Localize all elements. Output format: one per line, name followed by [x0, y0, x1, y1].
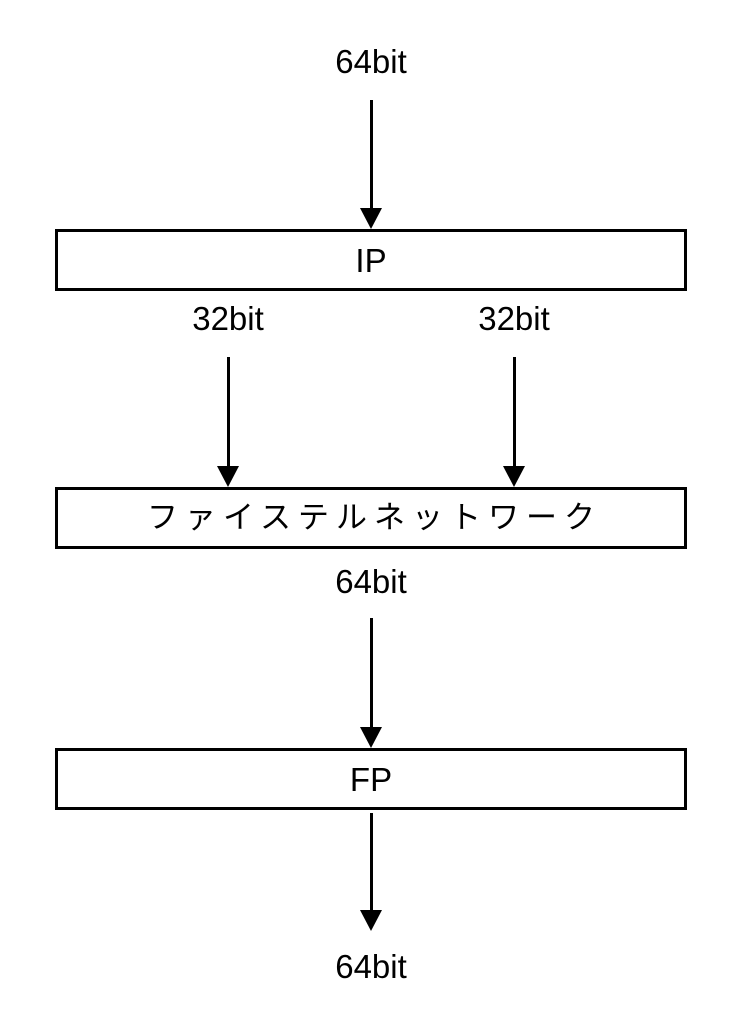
arrow-feistel-to-fp — [359, 618, 383, 748]
arrow-shaft — [369, 100, 373, 208]
arrow-ip-to-feistel-left — [216, 357, 240, 487]
arrow-ip-to-feistel-right — [502, 357, 526, 487]
arrow-shaft — [512, 357, 516, 466]
node-label-fp: FP — [349, 760, 393, 798]
arrow-input-to-ip — [359, 100, 383, 229]
label-input-64bit: 64bit — [335, 43, 407, 80]
arrow-head — [217, 466, 239, 487]
node-label-ip: IP — [355, 241, 387, 279]
arrow-head — [360, 727, 382, 748]
node-label-feistel-network: ファイステルネットワーク — [146, 499, 603, 536]
label-branch-right-32bit: 32bit — [478, 300, 550, 337]
label-branch-left-32bit: 32bit — [192, 300, 264, 337]
arrow-head — [360, 208, 382, 229]
node-box-feistel-network: ファイステルネットワーク — [55, 487, 687, 549]
label-output-64bit: 64bit — [335, 948, 407, 985]
arrow-head — [360, 910, 382, 931]
node-box-fp: FP — [55, 748, 687, 810]
node-box-ip: IP — [55, 229, 687, 291]
arrow-shaft — [369, 813, 373, 910]
arrow-fp-to-output — [359, 813, 383, 931]
arrow-shaft — [369, 618, 373, 727]
arrow-shaft — [226, 357, 230, 466]
arrow-head — [503, 466, 525, 487]
label-feistel-output-64bit: 64bit — [335, 563, 407, 600]
